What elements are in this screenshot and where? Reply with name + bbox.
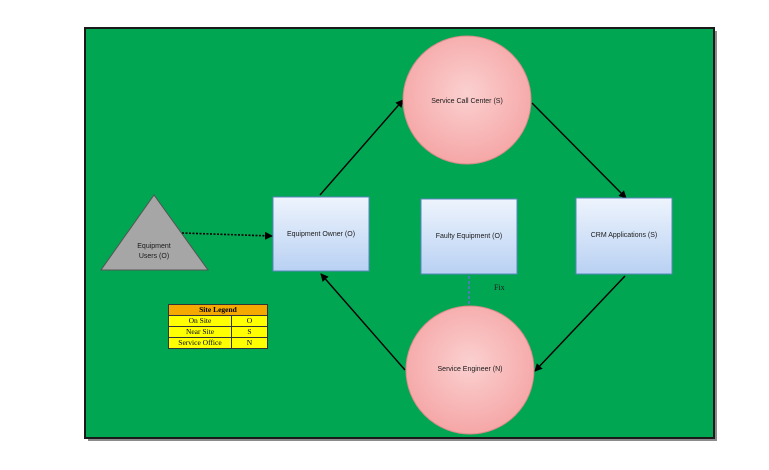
service-engineer-label: Service Engineer (N): [438, 366, 503, 373]
equipment-owner-label: Equipment Owner (O): [287, 231, 355, 238]
legend-row: On Site O: [169, 316, 267, 327]
edge-crm-to-engineer: [534, 275, 626, 372]
legend-row: Near Site S: [169, 327, 267, 338]
crm-applications-label: CRM Applications (S): [591, 232, 658, 239]
site-legend: Site Legend On Site O Near Site S Servic…: [168, 304, 268, 349]
faulty-equipment-box[interactable]: [420, 198, 518, 275]
legend-row-name: On Site: [169, 316, 232, 326]
legend-row-code: N: [246, 338, 253, 347]
legend-row-name: Service Office: [169, 338, 232, 348]
legend-row-name: Near Site: [169, 327, 232, 337]
edge-engineer-to-owner: [320, 273, 406, 371]
legend-row-code: O: [246, 316, 253, 325]
service-engineer-circle[interactable]: [405, 305, 535, 435]
legend-title: Site Legend: [169, 305, 267, 316]
edge-users-to-owner: [181, 231, 273, 240]
legend-row: Service Office N: [169, 338, 267, 348]
edge-callcenter-to-crm: [531, 102, 627, 199]
legend-row-code: S: [247, 327, 252, 336]
fix-edge-label: Fix: [494, 283, 505, 292]
equipment-owner-box[interactable]: [272, 196, 370, 272]
service-call-center-circle[interactable]: [402, 35, 532, 165]
faulty-equipment-label: Faulty Equipment (O): [436, 233, 503, 240]
service-call-center-label: Service Call Center (S): [431, 98, 503, 105]
equipment-users-label-line1: Equipment: [137, 243, 171, 250]
edge-owner-to-callcenter: [319, 99, 404, 196]
crm-applications-box[interactable]: [575, 197, 673, 275]
equipment-users-label-line2: Users (O): [139, 253, 169, 260]
equipment-users-triangle[interactable]: [100, 194, 209, 271]
